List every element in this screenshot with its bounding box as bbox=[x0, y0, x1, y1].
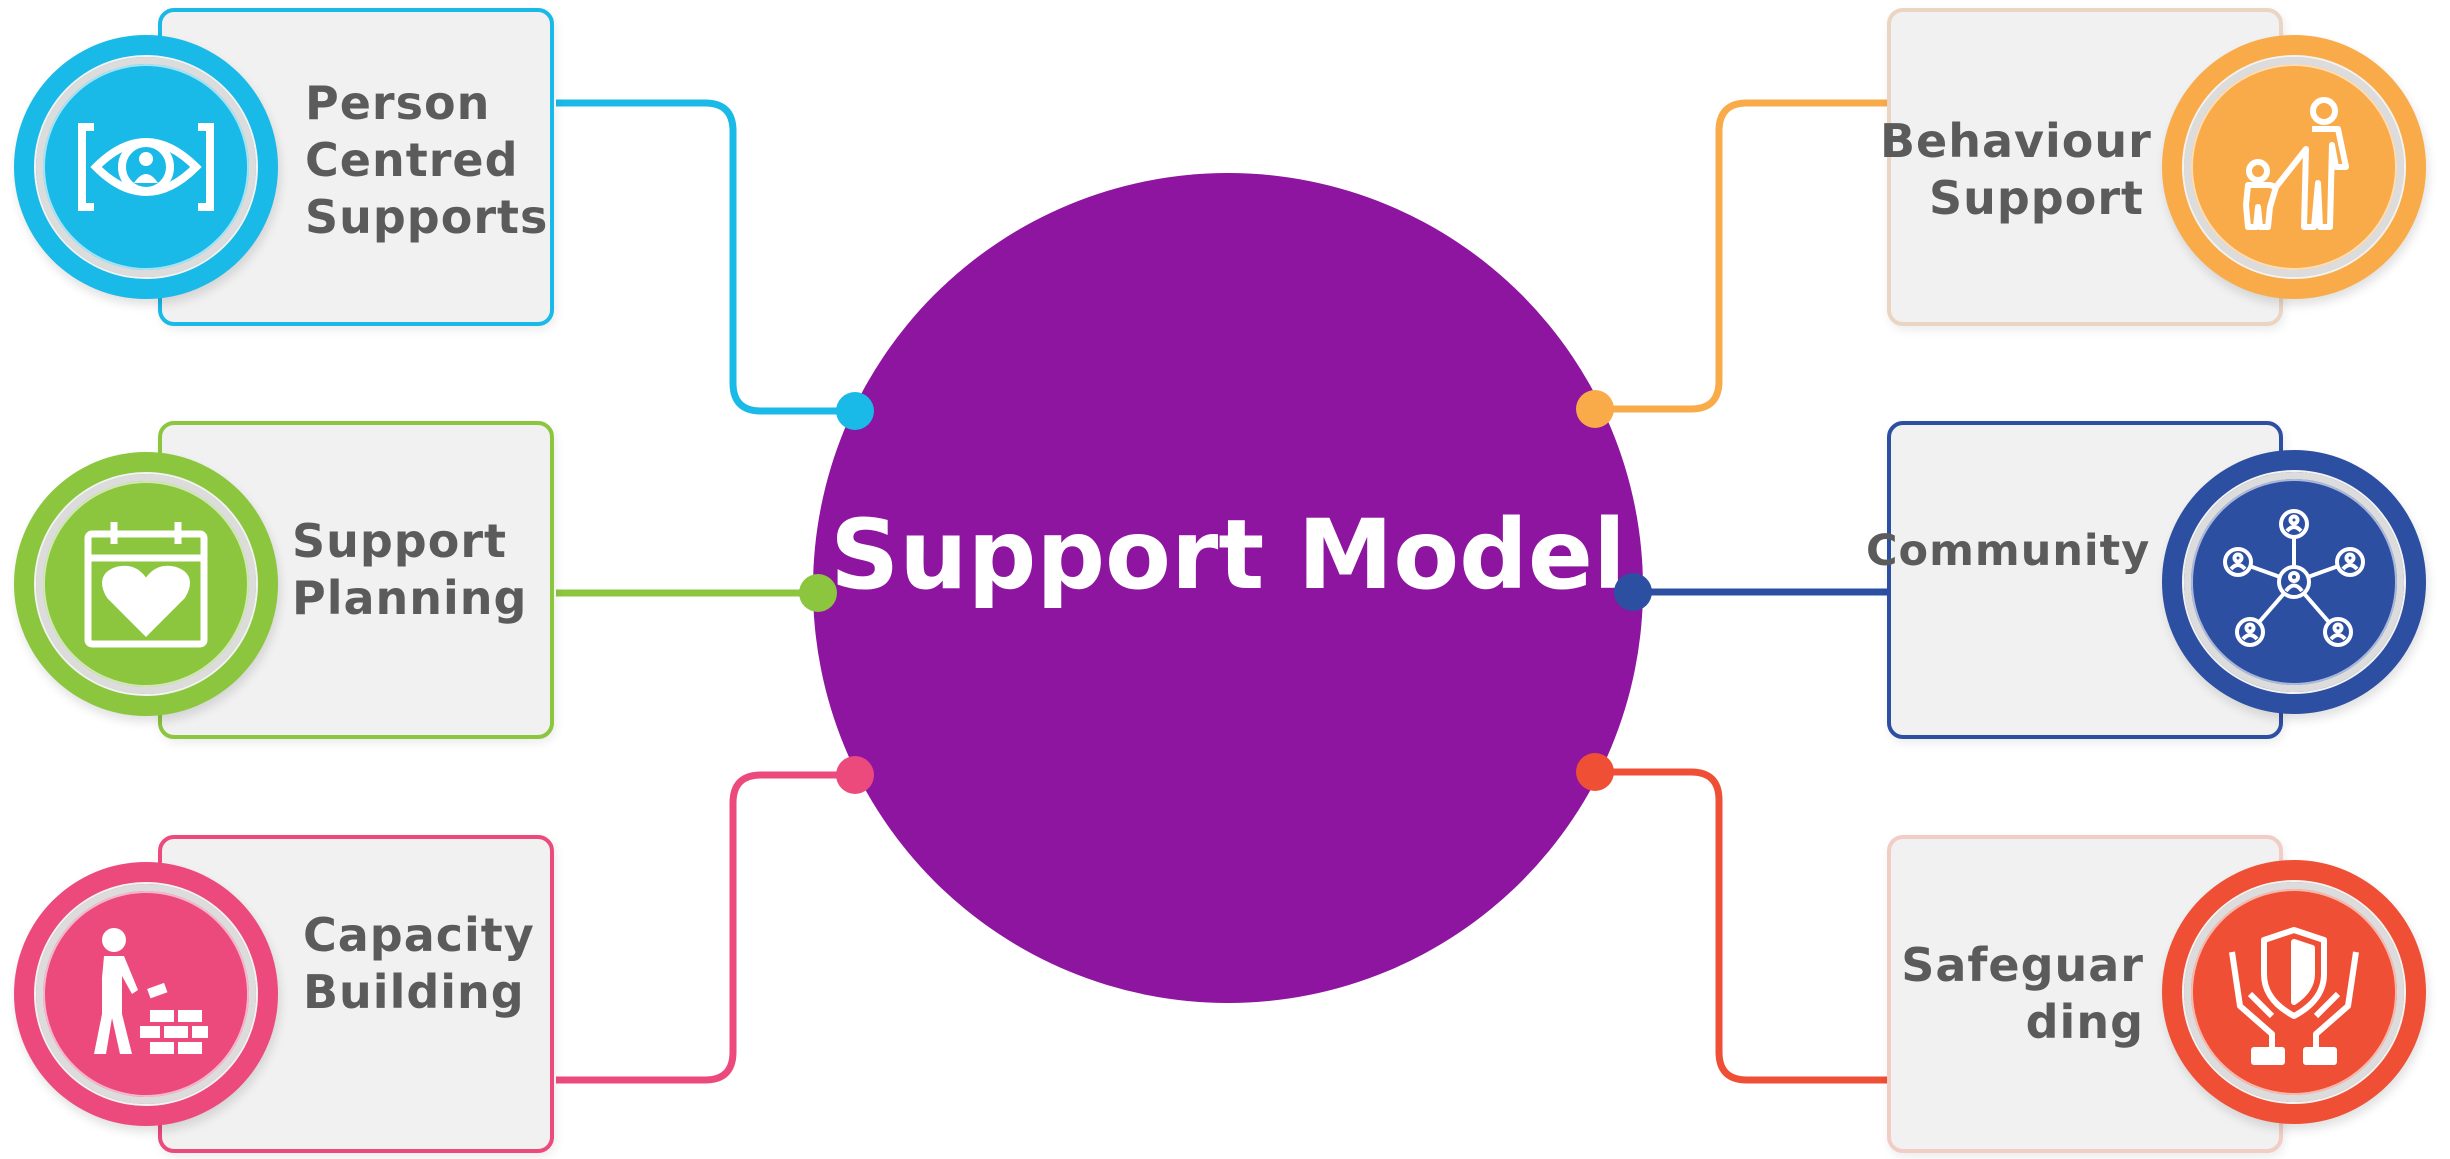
badge-person-centred bbox=[14, 35, 278, 299]
label-line: Supports bbox=[305, 190, 549, 244]
center-title: Support Model bbox=[830, 499, 1626, 611]
label-line: Building bbox=[303, 965, 525, 1019]
label-line: ding bbox=[2025, 995, 2144, 1049]
badge-safeguarding bbox=[2162, 860, 2426, 1124]
adult-helping-child-icon bbox=[2243, 97, 2349, 230]
label-line: Person bbox=[305, 76, 491, 130]
label-line: Community bbox=[1866, 526, 2151, 576]
badge-community bbox=[2162, 450, 2426, 714]
label-line: Behaviour bbox=[1880, 114, 2152, 168]
center-circle bbox=[813, 173, 1643, 1003]
connector-person-centred bbox=[556, 99, 855, 415]
eye-person-icon bbox=[78, 123, 214, 211]
hands-shield-icon bbox=[2229, 927, 2359, 1065]
dot-capacity-building bbox=[836, 756, 874, 794]
badge-support-planning bbox=[14, 452, 278, 716]
calendar-heart-icon bbox=[84, 522, 208, 648]
dot-community bbox=[1614, 573, 1652, 611]
label-line: Planning bbox=[292, 571, 528, 625]
label-person-centred: Person Centred Supports bbox=[305, 75, 548, 246]
label-support-planning: Support Planning bbox=[292, 513, 527, 627]
network-people-icon bbox=[2223, 509, 2365, 647]
badge-capacity-building bbox=[14, 862, 278, 1126]
label-line: Safeguar bbox=[1901, 938, 2144, 992]
label-capacity-building: Capacity Building bbox=[303, 907, 535, 1021]
person-building-bricks-icon bbox=[94, 928, 208, 1054]
label-line: Support bbox=[292, 514, 508, 568]
badge-behaviour-support bbox=[2162, 35, 2426, 299]
dot-person-centred bbox=[836, 392, 874, 430]
label-line: Capacity bbox=[303, 908, 535, 962]
dot-support-planning bbox=[799, 574, 837, 612]
label-community: Community bbox=[1866, 523, 2151, 580]
dot-behaviour-support bbox=[1576, 390, 1614, 428]
label-safeguarding: Safeguar ding bbox=[1880, 937, 2144, 1051]
dot-safeguarding bbox=[1576, 753, 1614, 791]
connector-capacity-building bbox=[556, 771, 855, 1084]
label-line: Support bbox=[1928, 171, 2144, 225]
connector-safeguarding bbox=[1595, 768, 1887, 1084]
connector-behaviour-support bbox=[1595, 99, 1887, 413]
label-line: Centred bbox=[305, 133, 519, 187]
label-behaviour-support: Behaviour Support bbox=[1880, 113, 2152, 227]
